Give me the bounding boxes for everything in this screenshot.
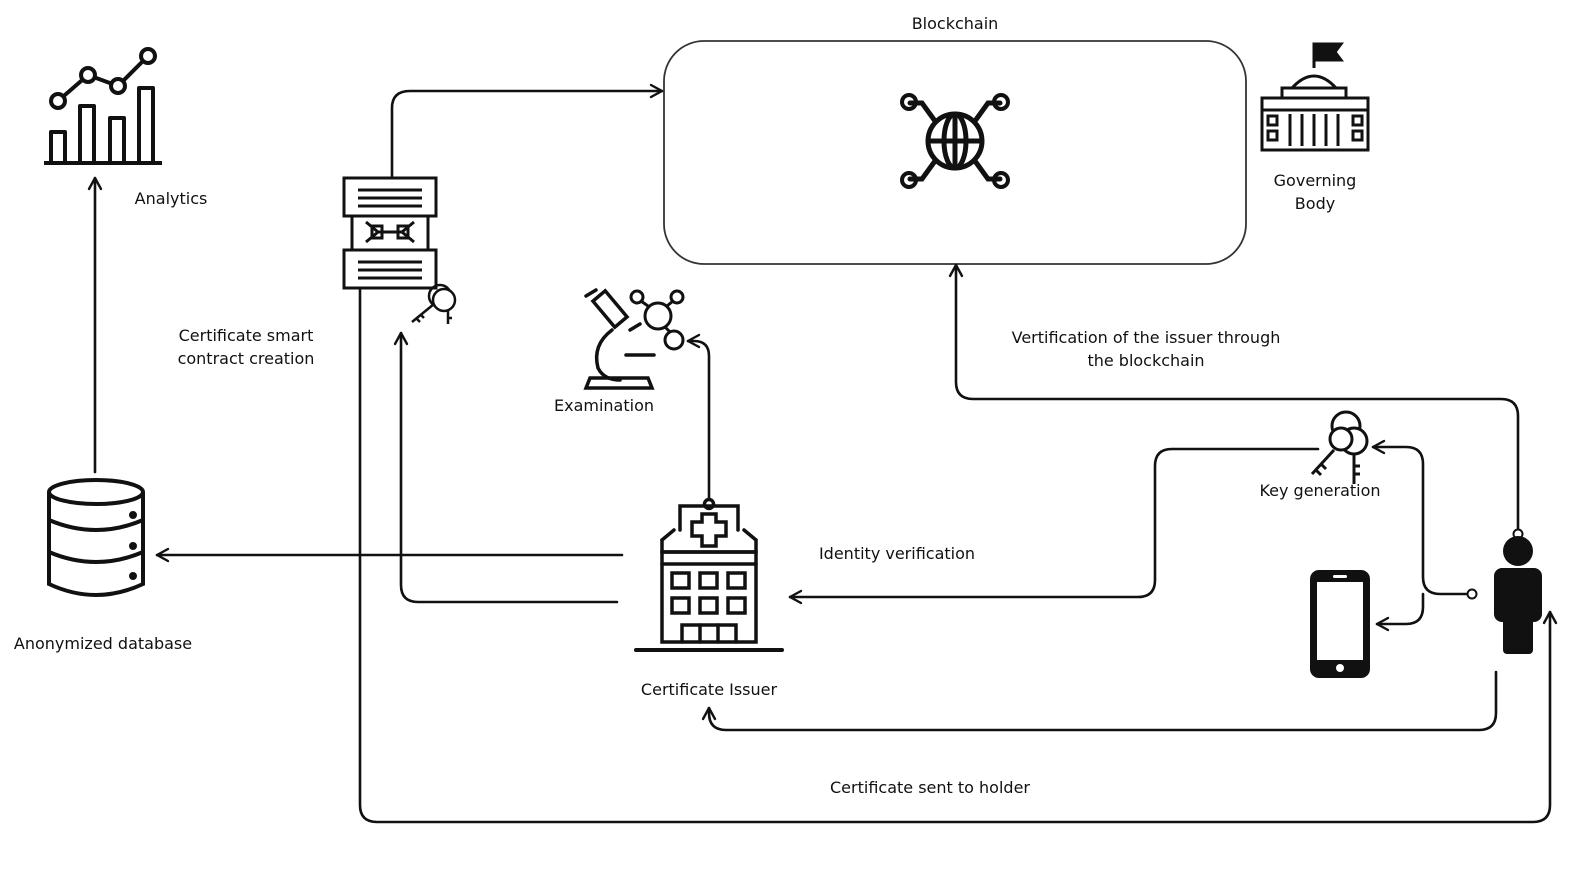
junction-dot xyxy=(1466,588,1478,600)
arrow-holder-to-keys xyxy=(1371,439,1468,596)
molecule-icon xyxy=(629,289,685,351)
arrow-holder-to-phone xyxy=(1375,592,1425,632)
governing-body-label: Governing Body xyxy=(1273,171,1357,213)
verification-issuer-label: Vertification of the issuer through the … xyxy=(1011,328,1281,370)
arrow-keys-to-issuer xyxy=(788,447,1320,605)
smart-contract-icon xyxy=(342,176,438,290)
keys-icon xyxy=(411,283,457,324)
arrow-holder-to-blockchain xyxy=(948,263,1520,532)
person-icon xyxy=(1494,528,1542,654)
government-building-icon xyxy=(1260,42,1370,152)
blockchain-label: Blockchain xyxy=(911,14,999,33)
key-generation-label: Key generation xyxy=(1259,481,1381,500)
arrow-issuer-to-contract xyxy=(393,331,619,604)
keys-icon xyxy=(1310,410,1369,484)
analytics-label: Analytics xyxy=(134,189,208,208)
arrow-contract-to-blockchain xyxy=(390,83,664,182)
database-icon xyxy=(47,478,145,597)
certificate-issuer-label: Certificate Issuer xyxy=(640,680,778,699)
examination-label: Examination xyxy=(553,396,655,415)
bar-line-chart-icon xyxy=(44,47,162,165)
identity-verification-label: Identity verification xyxy=(818,544,976,563)
smartphone-icon xyxy=(1310,570,1370,678)
globe-network-icon xyxy=(900,93,1010,189)
anonymized-database-label: Anonymized database xyxy=(13,634,193,653)
hospital-icon xyxy=(634,497,784,652)
arrow-issuer-to-examination xyxy=(686,333,711,502)
smart-contract-label: Certificate smart contract creation xyxy=(177,326,315,368)
microscope-icon xyxy=(583,288,656,390)
arrow-contract-to-holder xyxy=(358,288,1558,824)
certificate-sent-label: Certificate sent to holder xyxy=(830,778,1030,797)
arrow-holder-to-issuer xyxy=(701,670,1498,732)
